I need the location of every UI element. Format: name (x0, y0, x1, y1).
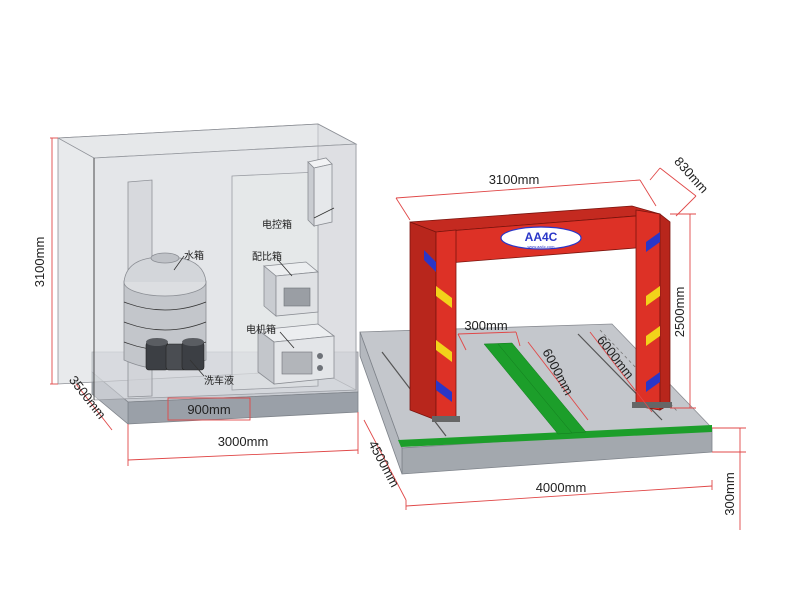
dim-frame-width: 3100mm (489, 172, 540, 187)
mixing-box (263, 261, 319, 317)
leader-control-box (313, 207, 335, 219)
brand-logo: AA4C www.aa4c.com (500, 226, 582, 250)
label-detergent: 洗车液 (204, 374, 234, 387)
logo-tagline: www.aa4c.com (528, 244, 556, 249)
dim-frame-depth: 830mm (671, 154, 711, 196)
dim-frame-height: 2500mm (672, 287, 687, 338)
label-motor-box: 电机箱 (246, 323, 276, 336)
leader-water-tank (173, 255, 185, 271)
leader-mixing-box (277, 259, 293, 277)
control-box (307, 157, 333, 227)
dim-door-width: 900mm (187, 402, 230, 417)
leader-detergent (189, 359, 205, 377)
label-water-tank: 水箱 (184, 249, 204, 262)
dim-platform-height: 300mm (722, 472, 737, 515)
dim-building-width: 3000mm (218, 434, 269, 449)
dim-platform-width: 4000mm (536, 480, 587, 495)
label-control-box: 电控箱 (262, 218, 292, 231)
logo-text: AA4C (525, 230, 558, 244)
dim-building-height: 3100mm (32, 237, 47, 288)
gantry-frame (409, 205, 672, 422)
leader-motor-box (279, 331, 295, 349)
label-mixing-box: 配比箱 (252, 250, 282, 263)
dimension-lines (50, 137, 746, 530)
dim-channel-width: 300mm (464, 318, 507, 333)
motor-box (256, 323, 336, 385)
detergent-drums (145, 338, 205, 371)
